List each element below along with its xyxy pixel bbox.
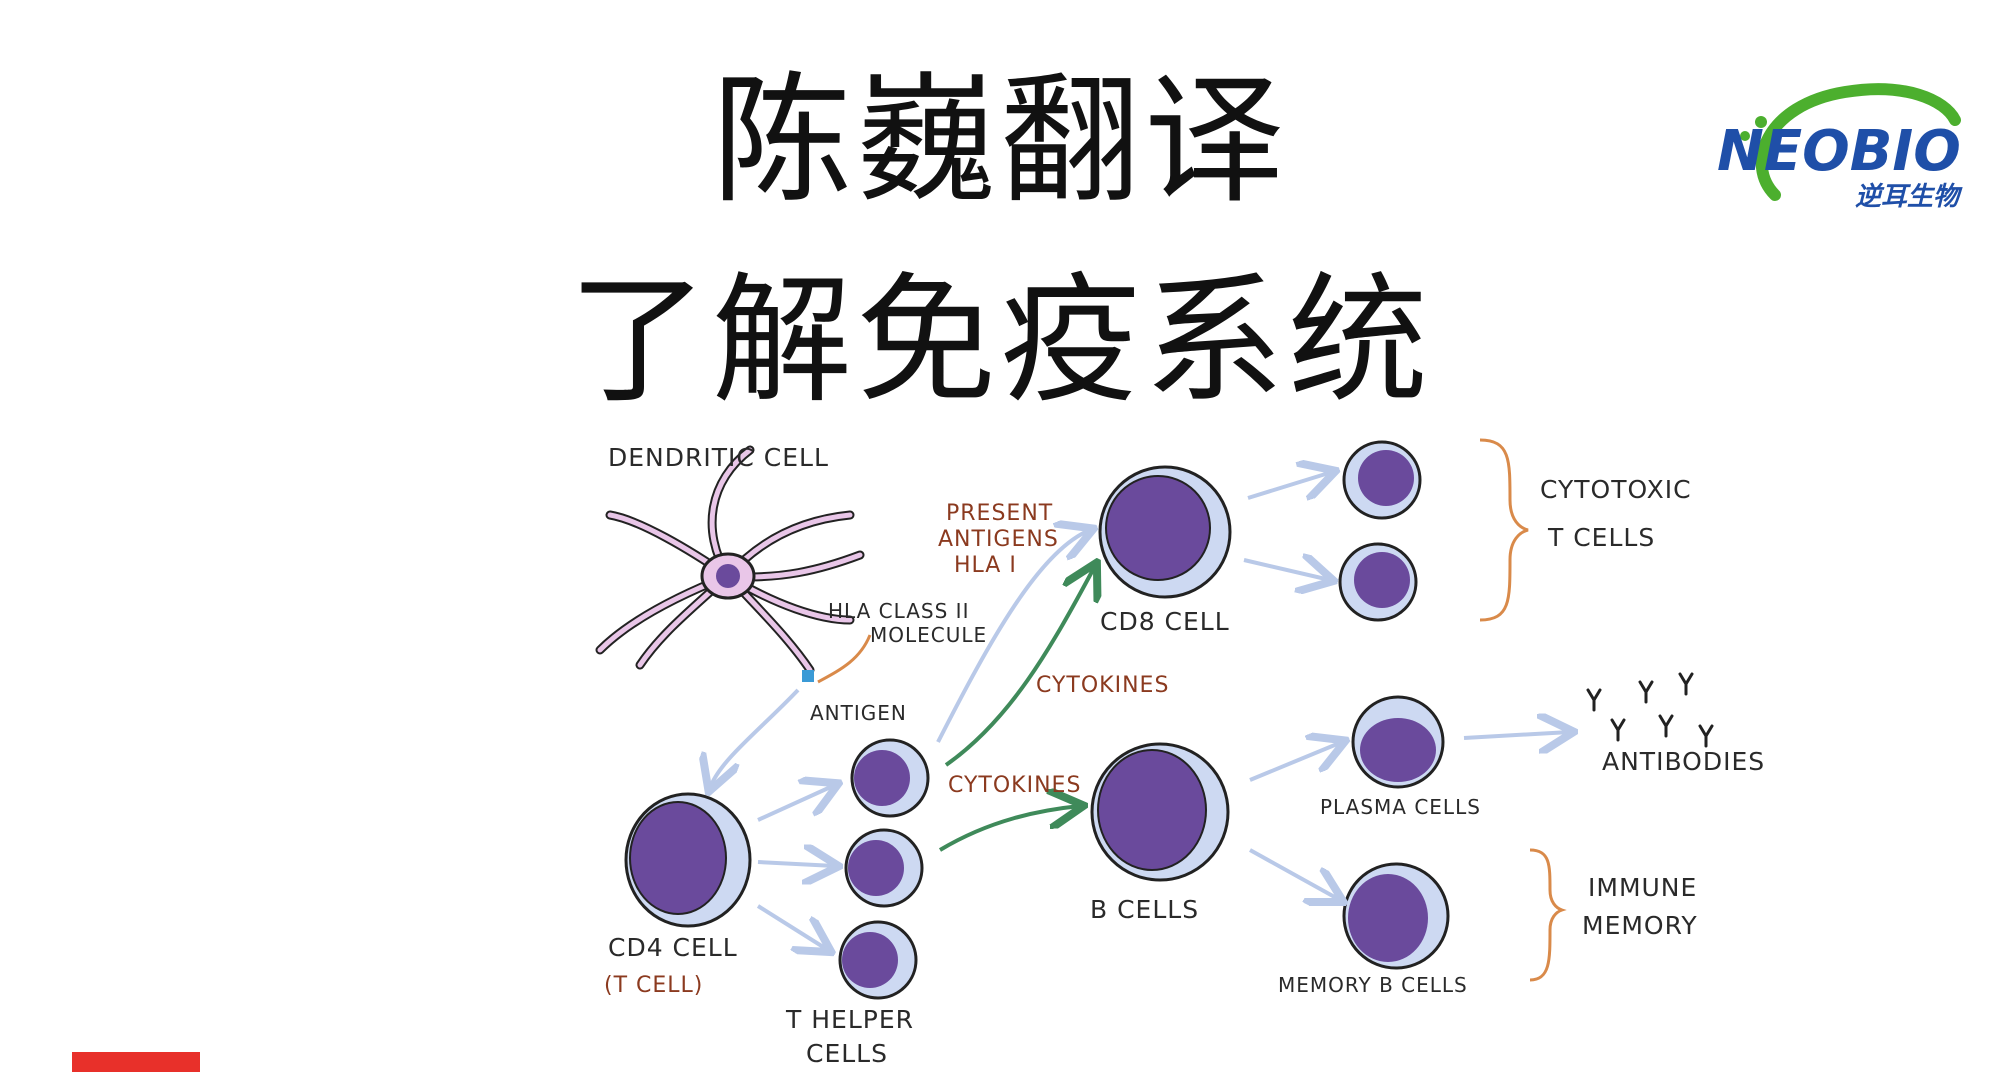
cytokine-arrows [938, 566, 1095, 852]
label-cd8-cell: CD8 CELL [1100, 607, 1230, 636]
label-present-1: PRESENT [946, 501, 1053, 526]
label-cytotoxic-1: CYTOTOXIC [1540, 475, 1692, 504]
label-antibodies: ANTIBODIES [1602, 747, 1765, 776]
label-dendritic-cell: DENDRITIC CELL [608, 443, 829, 472]
cytotoxic-t-cells [1338, 440, 1422, 622]
immune-system-diagram: DENDRITIC CELL HLA CLASS II MOLECULE ANT… [595, 438, 1765, 1068]
flow-arrows [710, 472, 1570, 950]
neobio-logo: NEOBIO 逆耳生物 [1717, 83, 1963, 212]
t-helper-cells [838, 738, 930, 1000]
label-cytokines-top: CYTOKINES [1036, 673, 1169, 698]
label-memory-b-cells: MEMORY B CELLS [1278, 973, 1468, 997]
flag-strip [72, 1052, 200, 1072]
label-hla-class-ii: HLA CLASS II [828, 599, 969, 623]
logo-subtext: 逆耳生物 [1855, 182, 1963, 212]
cd4-cell [624, 792, 752, 928]
label-cd4-cell-2: (T CELL) [604, 973, 703, 998]
label-t-helper-1: T HELPER [785, 1005, 914, 1034]
label-hla-molecule: MOLECULE [870, 623, 987, 647]
plasma-cell [1351, 695, 1445, 789]
label-immune-2: MEMORY [1582, 911, 1698, 940]
label-cytotoxic-2: T CELLS [1547, 523, 1655, 552]
label-cd4-cell-1: CD4 CELL [608, 933, 738, 962]
cd8-cell [1098, 465, 1232, 599]
label-cytokines-bottom: CYTOKINES [948, 773, 1081, 798]
title-line-2: 了解免疫系统 [567, 260, 1432, 423]
antibodies [1586, 672, 1714, 748]
title-line-1: 陈巍翻译 [711, 60, 1288, 223]
label-immune-1: IMMUNE [1588, 873, 1697, 902]
b-cell [1090, 742, 1230, 882]
antigen-marker [802, 670, 814, 682]
memory-b-cell [1342, 862, 1450, 970]
label-t-helper-2: CELLS [806, 1039, 888, 1068]
logo-brand-text: NEOBIO [1717, 119, 1961, 184]
label-antigen: ANTIGEN [810, 701, 907, 725]
label-present-3: HLA I [954, 553, 1017, 578]
label-plasma-cells: PLASMA CELLS [1320, 795, 1481, 819]
braces [1479, 438, 1567, 982]
hla-pointer [817, 634, 872, 684]
label-b-cells: B CELLS [1090, 895, 1199, 924]
label-present-2: ANTIGENS [938, 527, 1059, 552]
dendritic-cell [595, 445, 865, 682]
